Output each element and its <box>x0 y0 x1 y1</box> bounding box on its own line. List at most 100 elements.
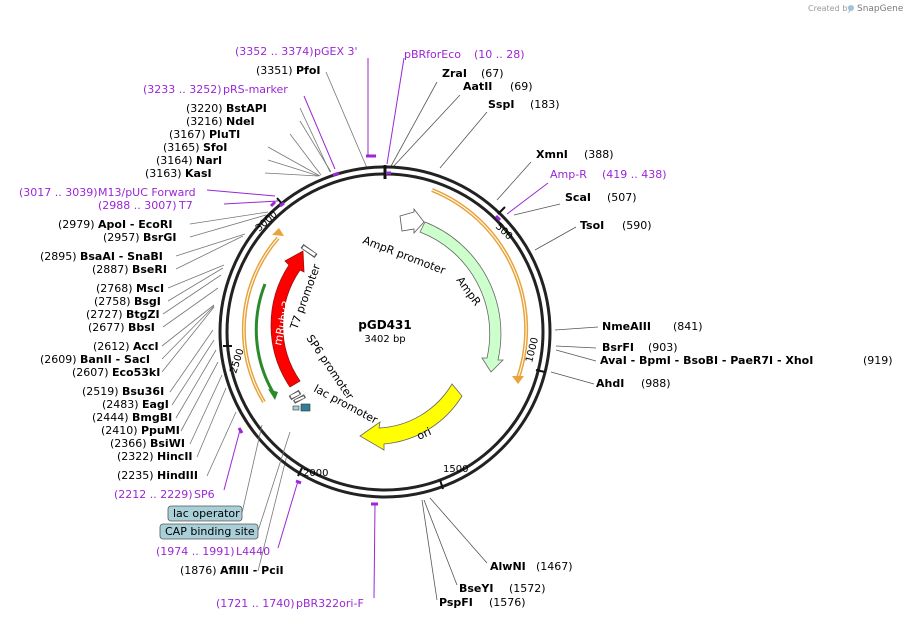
lac-operator-label: lac operator <box>173 507 240 520</box>
site-name-sfoi[interactable]: SfoI <box>203 141 227 154</box>
site-name-alwni[interactable]: AlwNI <box>490 560 526 573</box>
ampr-feature[interactable] <box>419 221 504 373</box>
mruby3-feature[interactable] <box>270 250 305 388</box>
site-pos-snabi: (2895) <box>40 250 77 263</box>
primer-leader-lines <box>206 57 549 599</box>
lac-operator-box[interactable] <box>167 505 243 522</box>
right-leader-lines <box>389 81 599 601</box>
site-pos-bseri: (2887) <box>92 263 129 276</box>
site-name-bbsi[interactable]: BbsI <box>128 321 155 334</box>
site-pos-kasi: (3163) <box>145 167 182 180</box>
site-pos-eco53ki: (2607) <box>72 366 109 379</box>
primer-name-prs-marker[interactable]: pRS-marker <box>223 83 288 96</box>
site-name-eco53ki[interactable]: Eco53kI <box>112 366 160 379</box>
site-pos-bsrfi: (903) <box>648 341 678 354</box>
site-name-hincii[interactable]: HincII <box>157 450 193 463</box>
mruby-inner-orf-arrowhead <box>268 389 278 400</box>
site-name-bseyi[interactable]: BseYI <box>459 582 493 595</box>
site-name-bsu36i[interactable]: Bsu36I <box>122 385 164 398</box>
site-name-ppumi[interactable]: PpuMI <box>141 424 180 437</box>
site-pos-aatii: (69) <box>510 80 533 93</box>
site-name-bsrfi[interactable]: BsrFI <box>602 341 634 354</box>
ori-label: ori <box>415 425 433 443</box>
site-name-bmgbi[interactable]: BmgBI <box>132 411 172 424</box>
snapgene-logo-icon <box>848 5 854 11</box>
site-pos-tsoi: (590) <box>622 219 652 232</box>
site-name-pspfi[interactable]: PspFI <box>439 596 473 609</box>
site-name-kasi[interactable]: KasI <box>185 167 212 180</box>
primer-range-pgex3: (3352 .. 3374) <box>235 45 314 58</box>
site-pos-hincii: (2322) <box>117 450 154 463</box>
site-pos-btgzi: (2727) <box>86 308 123 321</box>
site-pos-msci: (2768) <box>96 282 133 295</box>
primer-range-pbrforeco: (10 .. 28) <box>474 48 525 61</box>
site-name-pcii[interactable]: AflIII - PciI <box>220 564 284 577</box>
site-pos-bbsi: (2677) <box>88 321 125 334</box>
site-name-ndei[interactable]: NdeI <box>226 115 255 128</box>
cap-binding-site-label: CAP binding site <box>165 525 255 538</box>
primer-range-pbr322ori: (1721 .. 1740) <box>216 597 295 610</box>
site-name-nmeaiii[interactable]: NmeAIII <box>602 320 651 333</box>
site-pos-nmeaiii: (841) <box>673 320 703 333</box>
primer-name-pgex3[interactable]: pGEX 3' <box>314 45 358 58</box>
site-name-bseri[interactable]: BseRI <box>132 263 167 276</box>
primer-name-pbrforeco[interactable]: pBRforEco <box>404 48 461 61</box>
ori-feature[interactable] <box>359 383 463 451</box>
site-pos-alwni: (1467) <box>536 560 573 573</box>
site-name-bstapi[interactable]: BstAPI <box>226 102 267 115</box>
site-name-eagi[interactable]: EagI <box>142 398 169 411</box>
primer-name-t7[interactable]: T7 <box>178 199 193 212</box>
site-pos-bsiwi: (2366) <box>110 437 147 450</box>
ampr-promoter-feature[interactable] <box>399 207 425 235</box>
primer-name-amp-r[interactable]: Amp-R <box>550 168 587 181</box>
site-name-aatii[interactable]: AatII <box>463 80 492 93</box>
site-name-btgzi[interactable]: BtgZI <box>126 308 160 321</box>
site-name-ecori[interactable]: ApoI - EcoRI <box>98 218 172 231</box>
site-name-scai[interactable]: ScaI <box>565 191 591 204</box>
sp6-promoter-feature-core <box>290 391 300 399</box>
site-name-hindiii[interactable]: HindIII <box>157 469 198 482</box>
primer-name-m13[interactable]: M13/pUC Forward <box>98 186 196 199</box>
site-pos-sfoi: (3165) <box>163 141 200 154</box>
site-pos-ndei: (3216) <box>186 115 223 128</box>
site-name-sspi[interactable]: SspI <box>488 98 514 111</box>
lac-operator-leader <box>241 424 263 514</box>
site-pos-bsrgi: (2957) <box>103 231 140 244</box>
site-pos-bmgbi: (2444) <box>92 411 129 424</box>
site-name-bsgi[interactable]: BsgI <box>134 295 161 308</box>
site-pos-pspfi: (1576) <box>489 596 526 609</box>
tick-1500: 1500 <box>443 464 468 475</box>
site-name-saci[interactable]: BanII - SacI <box>80 353 150 366</box>
site-pos-eagi: (2483) <box>102 398 139 411</box>
primer-name-l4440[interactable]: L4440 <box>236 545 270 558</box>
site-name-xhoi-group[interactable]: AvaI - BpmI - BsoBI - PaeR7I - XhoI <box>600 354 813 367</box>
primer-name-sp6[interactable]: SP6 <box>194 488 215 501</box>
plasmid-length: 3402 bp <box>364 334 405 345</box>
mruby-orf-arc-core <box>243 237 279 403</box>
site-name-pfoi[interactable]: PfoI <box>296 64 321 77</box>
site-name-acci[interactable]: AccI <box>133 340 159 353</box>
cap-binding-site-box[interactable] <box>159 523 259 540</box>
site-name-zrai[interactable]: ZraI <box>442 67 467 80</box>
site-name-xmni[interactable]: XmnI <box>536 148 568 161</box>
primer-name-pbr322ori[interactable]: pBR322ori-F <box>296 597 364 610</box>
primer-range-amp-r: (419 .. 438) <box>602 168 667 181</box>
site-pos-xhoi-group: (919) <box>863 354 893 367</box>
lac-promoter-feature-core <box>294 396 305 402</box>
cap-site-leader <box>257 431 291 532</box>
site-name-tsoi[interactable]: TsoI <box>580 219 604 232</box>
site-name-nari[interactable]: NarI <box>196 154 222 167</box>
site-name-pluti[interactable]: PluTI <box>209 128 240 141</box>
primer-range-sp6: (2212 .. 2229) <box>114 488 193 501</box>
site-name-ahdi[interactable]: AhdI <box>596 377 624 390</box>
site-name-snabi[interactable]: BsaAI - SnaBI <box>80 250 163 263</box>
site-name-bsiwi[interactable]: BsiWI <box>150 437 185 450</box>
site-pos-zrai: (67) <box>481 67 504 80</box>
cap-binding-site-mark[interactable] <box>300 403 311 412</box>
primer-range-prs-marker: (3233 .. 3252) <box>143 83 222 96</box>
site-name-bsrgi[interactable]: BsrGI <box>143 231 176 244</box>
credit-brand: SnapGene <box>857 4 904 14</box>
lac-operator-mark[interactable] <box>292 405 300 411</box>
site-name-msci[interactable]: MscI <box>136 282 164 295</box>
